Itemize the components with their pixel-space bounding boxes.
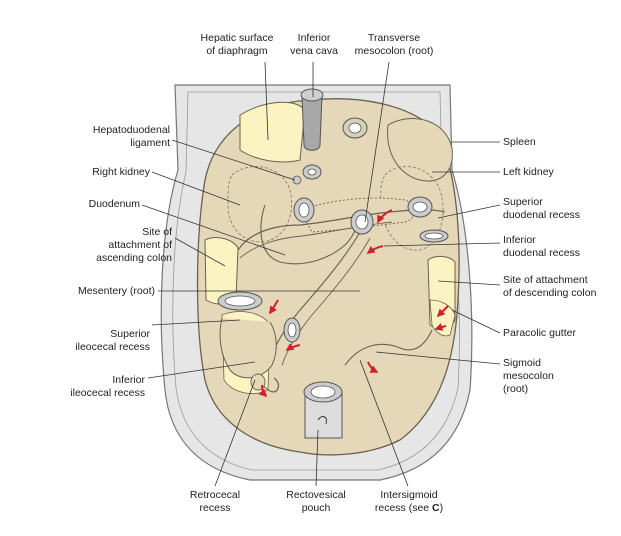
label-ascending-colon-attachment: Site of attachment of ascending colon bbox=[40, 226, 172, 265]
label-text: Paracolic gutter bbox=[503, 327, 576, 339]
label-text: Superior bbox=[503, 196, 543, 208]
esophageal-stump bbox=[342, 117, 368, 139]
label-text: of diaphragm bbox=[206, 45, 268, 57]
label-mesentery-root: Mesentery (root) bbox=[30, 285, 155, 298]
label-text: ascending colon bbox=[96, 252, 172, 264]
label-superior-ileocecal-recess: Superior ileocecal recess bbox=[40, 328, 150, 354]
label-text: Intersigmoid bbox=[380, 489, 438, 501]
jejunum-stump bbox=[350, 209, 374, 235]
label-text: Right kidney bbox=[92, 166, 150, 178]
label-left-kidney: Left kidney bbox=[503, 166, 613, 179]
label-text: Transverse bbox=[367, 32, 421, 44]
ileum-stump bbox=[283, 317, 301, 343]
label-spleen: Spleen bbox=[503, 136, 613, 149]
duodenal-stump bbox=[293, 197, 315, 223]
hepatic-bare-area bbox=[239, 101, 306, 163]
label-text: of descending colon bbox=[503, 287, 597, 299]
label-text: ligament bbox=[130, 137, 170, 149]
label-rectovesical-pouch: Rectovesical pouch bbox=[278, 489, 354, 515]
label-text: Duodenum bbox=[88, 198, 140, 210]
label-text: ileocecal recess bbox=[70, 387, 145, 399]
label-text: Inferior bbox=[297, 32, 331, 44]
label-text: Mesentery (root) bbox=[77, 285, 155, 297]
descending-colon-stump bbox=[419, 229, 449, 243]
label-text: Site of attachment bbox=[503, 274, 588, 286]
label-text: Inferior bbox=[503, 234, 536, 246]
ascending-colon-stump bbox=[217, 291, 263, 311]
label-text: Spleen bbox=[503, 136, 536, 148]
label-text: Left kidney bbox=[503, 166, 554, 178]
figure-reference: C bbox=[432, 502, 440, 514]
label-inferior-duodenal-recess: Inferior duodenal recess bbox=[503, 234, 613, 260]
label-text: Retrocecal bbox=[189, 489, 241, 501]
label-duodenum: Duodenum bbox=[40, 198, 140, 211]
label-text: Superior bbox=[110, 328, 150, 340]
label-right-kidney: Right kidney bbox=[40, 166, 150, 179]
cecum bbox=[219, 317, 277, 379]
spleen-outline bbox=[387, 118, 453, 182]
label-hepatic-surface-of-diaphragm: Hepatic surface of diaphragm bbox=[182, 32, 292, 58]
label-retrocecal-recess: Retrocecal recess bbox=[180, 489, 250, 515]
label-sigmoid-mesocolon: Sigmoid mesocolon (root) bbox=[503, 357, 613, 396]
rectum-stump bbox=[303, 381, 343, 439]
label-text: vena cava bbox=[290, 45, 338, 57]
label-text: recess bbox=[199, 502, 231, 514]
ivc-opening bbox=[300, 88, 324, 102]
label-inferior-vena-cava: Inferior vena cava bbox=[285, 32, 343, 58]
label-text: attachment of bbox=[108, 239, 172, 251]
label-transverse-mesocolon: Transverse mesocolon (root) bbox=[348, 32, 440, 58]
label-text: Sigmoid bbox=[503, 357, 541, 369]
label-text: mesocolon bbox=[503, 370, 554, 382]
label-text: Hepatic surface bbox=[200, 32, 274, 44]
label-hepatoduodenal-ligament: Hepatoduodenal ligament bbox=[40, 124, 170, 150]
label-text: Hepatoduodenal bbox=[92, 124, 170, 136]
hepatoduodenal-stump bbox=[292, 164, 322, 185]
label-inferior-ileocecal-recess: Inferior ileocecal recess bbox=[40, 374, 145, 400]
leader-lines bbox=[141, 61, 501, 487]
label-text: duodenal recess bbox=[503, 209, 581, 221]
label-text: pouch bbox=[301, 502, 331, 514]
label-superior-duodenal-recess: Superior duodenal recess bbox=[503, 196, 613, 222]
label-text-prefix: recess (see bbox=[374, 502, 433, 514]
splenic-flexure-stump bbox=[407, 196, 433, 218]
label-text: Site of bbox=[142, 226, 172, 238]
label-text: Rectovesical bbox=[286, 489, 346, 501]
recess-arrows bbox=[258, 209, 449, 398]
label-text: (root) bbox=[503, 383, 529, 395]
label-text: duodenal recess bbox=[503, 247, 581, 259]
label-text: Inferior bbox=[112, 374, 145, 386]
label-text: recess (see C) bbox=[370, 502, 448, 515]
label-text-suffix: ) bbox=[439, 502, 444, 514]
right-kidney-outline bbox=[227, 166, 292, 243]
label-descending-colon-attachment: Site of attachment of descending colon bbox=[503, 274, 617, 300]
label-text: mesocolon (root) bbox=[354, 45, 434, 57]
label-text: ileocecal recess bbox=[75, 341, 150, 353]
inferior-vena-cava bbox=[301, 94, 323, 151]
label-intersigmoid-recess: Intersigmoid recess (see C) bbox=[370, 489, 448, 515]
sigmoid-mesocolon-root bbox=[344, 329, 433, 366]
label-paracolic-gutter: Paracolic gutter bbox=[503, 327, 613, 340]
